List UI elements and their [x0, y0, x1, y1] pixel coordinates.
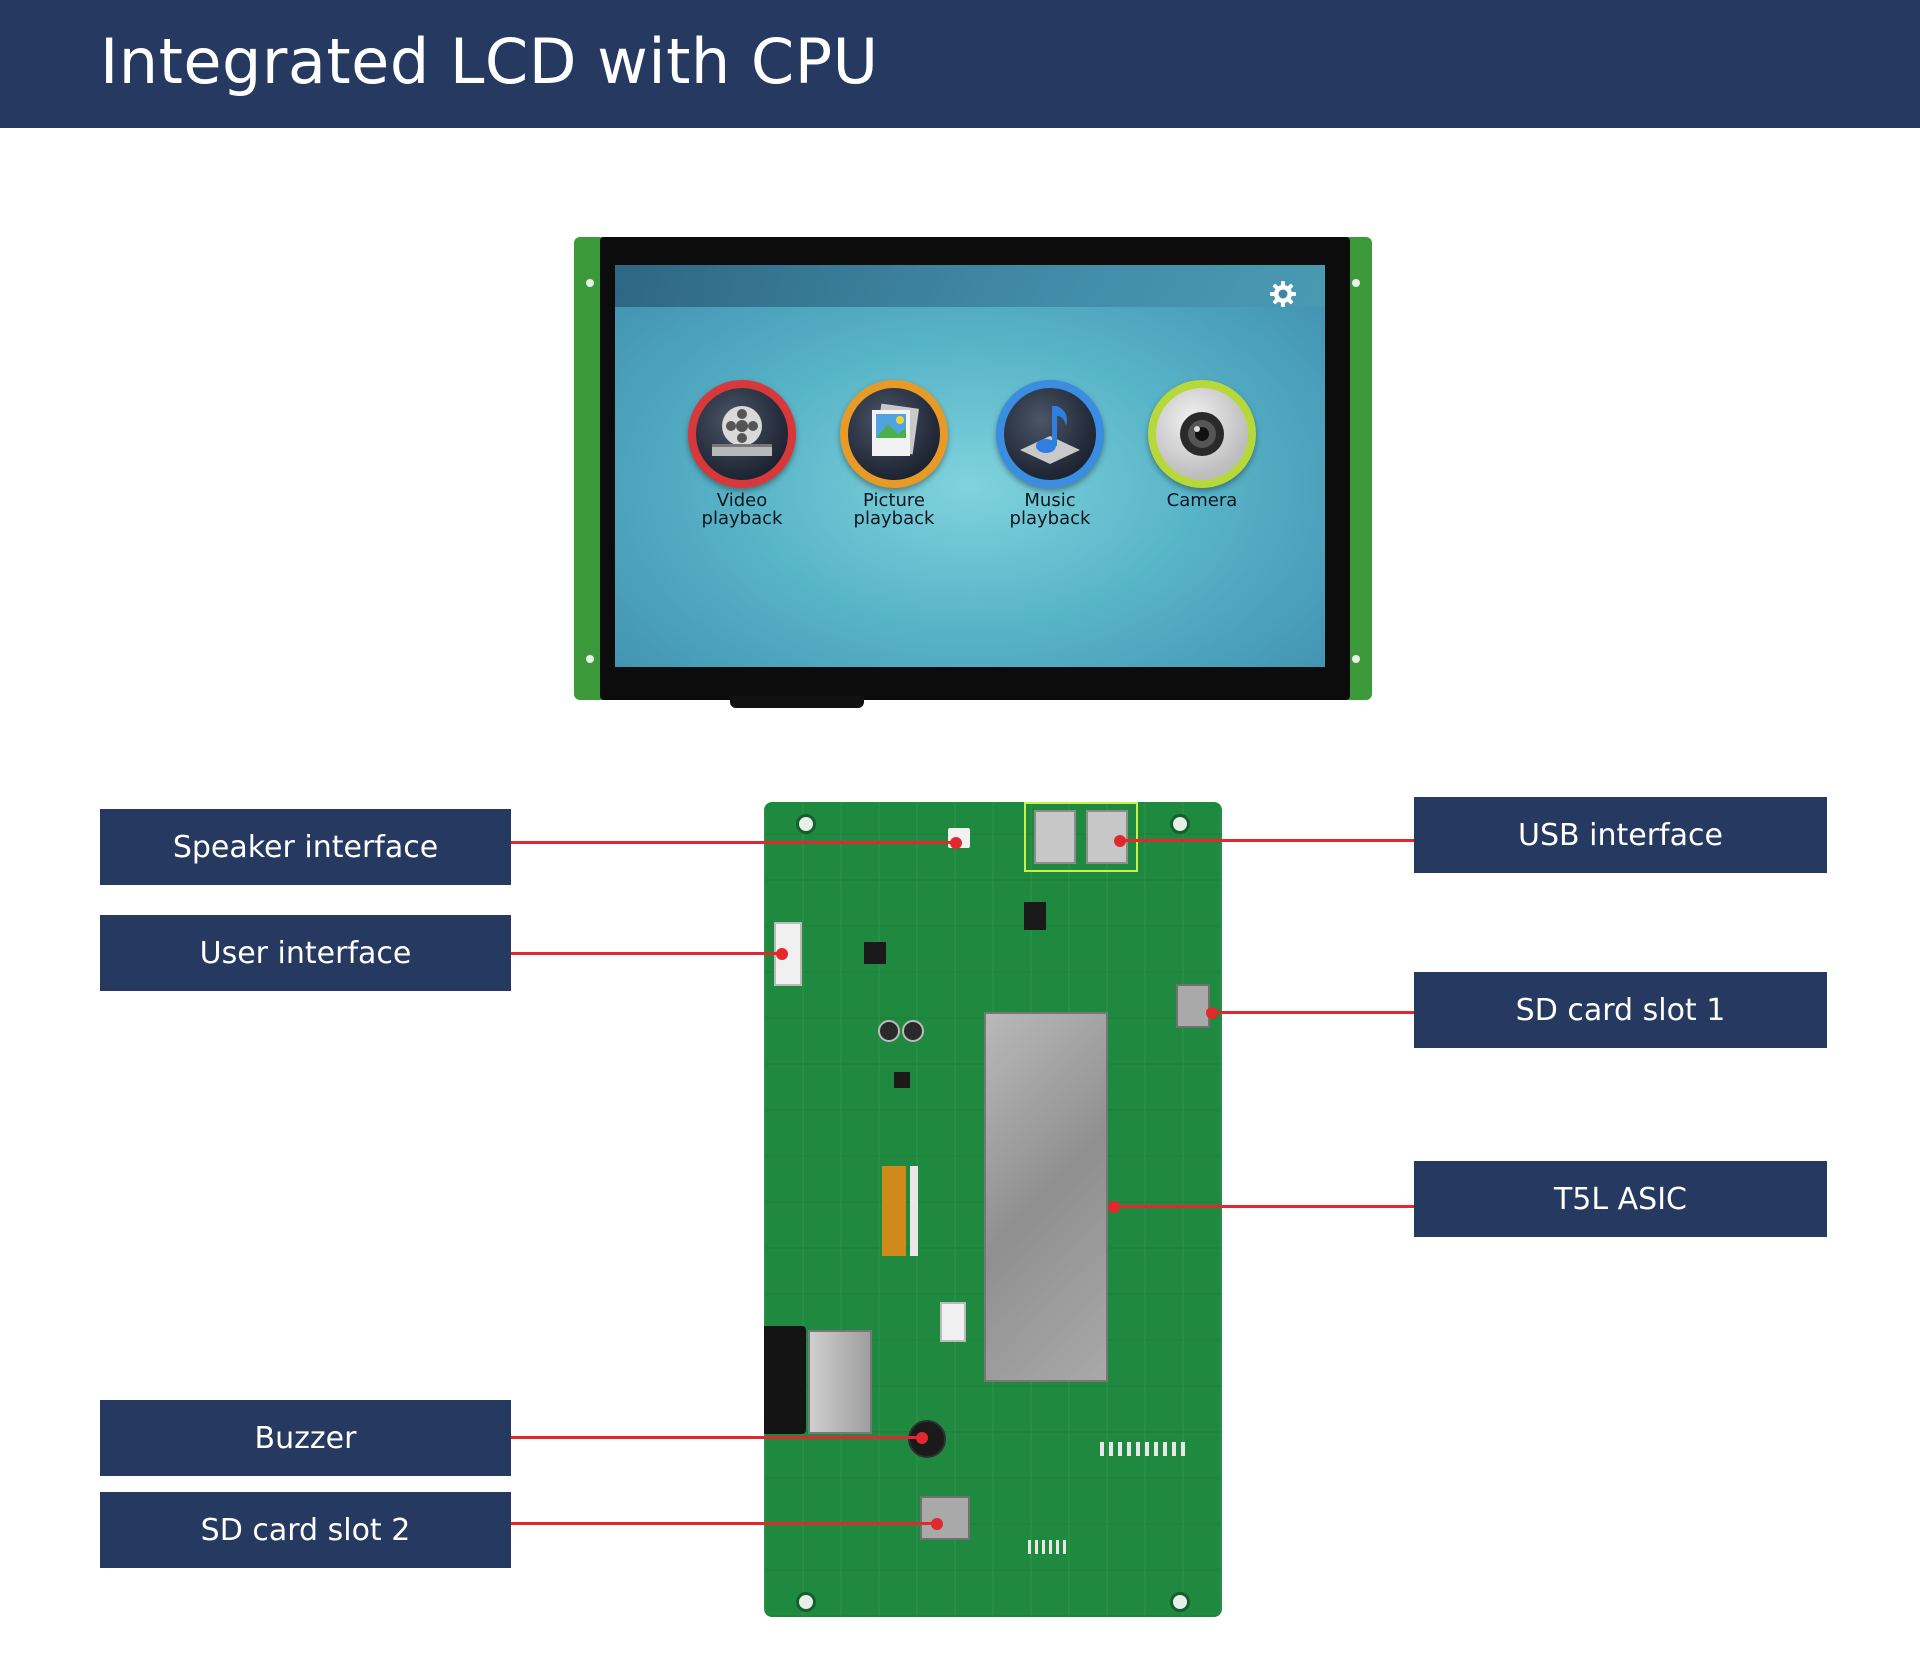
header-bar: Integrated LCD with CPU [0, 0, 1920, 128]
mount-hole [1352, 655, 1360, 663]
label-text: User interface [199, 935, 412, 971]
leader-line [511, 952, 786, 955]
leader-dot [776, 948, 788, 960]
ic-chip [1100, 1442, 1190, 1456]
ic-chip [1024, 902, 1046, 930]
ic-chip [1028, 1540, 1068, 1554]
picture-icon [840, 380, 948, 488]
label-text: T5L ASIC [1553, 1181, 1688, 1217]
ic-chip [864, 942, 886, 964]
label-text: USB interface [1518, 817, 1723, 853]
flex-cable-tab [730, 696, 864, 708]
sd-card-slot-2 [920, 1496, 970, 1540]
white-connector [940, 1302, 966, 1342]
app-picture-playback[interactable]: Picture playback [829, 380, 959, 528]
app-video-playback[interactable]: Video playback [677, 380, 807, 528]
t5l-asic-shield [984, 1012, 1108, 1382]
music-note-icon [996, 380, 1104, 488]
lcd-screen: Video playback Picture playback [615, 265, 1325, 667]
label-text: Speaker interface [172, 829, 439, 865]
mount-hole [796, 1592, 816, 1612]
capacitor [902, 1020, 924, 1042]
app-label: Camera [1166, 490, 1238, 511]
mount-hole [1170, 1592, 1190, 1612]
leader-line [1214, 1011, 1414, 1014]
usb-connectors [1024, 802, 1138, 872]
fpc-connector [808, 1330, 872, 1434]
app-label: Music playback [1009, 490, 1091, 529]
app-music-playback[interactable]: Music playback [985, 380, 1115, 528]
leader-dot [916, 1432, 928, 1444]
camera-lens-icon [1148, 380, 1256, 488]
leader-dot [1108, 1201, 1120, 1213]
label-speaker-interface: Speaker interface [100, 809, 511, 885]
label-text: SD card slot 1 [1515, 992, 1726, 1028]
gear-icon[interactable] [1268, 279, 1298, 309]
label-text: SD card slot 2 [200, 1512, 411, 1548]
pcb-board [764, 802, 1222, 1617]
leader-line [1120, 839, 1414, 842]
sd-card-slot-1 [1176, 984, 1210, 1028]
mount-hole [586, 279, 594, 287]
flex-connector [882, 1166, 906, 1256]
mount-hole [1352, 279, 1360, 287]
leader-line [511, 1522, 941, 1525]
label-user-interface: User interface [100, 915, 511, 991]
label-sd-card-slot-1: SD card slot 1 [1414, 972, 1827, 1048]
ic-chip [894, 1072, 910, 1088]
leader-dot [931, 1518, 943, 1530]
user-connector [774, 922, 802, 986]
fpc-connector [764, 1326, 806, 1434]
label-sd-card-slot-2: SD card slot 2 [100, 1492, 511, 1568]
app-camera[interactable]: Camera [1137, 380, 1267, 510]
label-usb-interface: USB interface [1414, 797, 1827, 873]
app-label: Video playback [701, 490, 783, 529]
screen-status-bar [615, 265, 1325, 307]
mount-hole [586, 655, 594, 663]
flex-connector [910, 1166, 918, 1256]
leader-dot [1206, 1007, 1218, 1019]
leader-dot [950, 837, 962, 849]
leader-line [511, 841, 960, 844]
leader-line [1116, 1205, 1414, 1208]
leader-dot [1114, 835, 1126, 847]
capacitor [878, 1020, 900, 1042]
leader-line [511, 1436, 926, 1439]
film-reel-icon [688, 380, 796, 488]
label-t5l-asic: T5L ASIC [1414, 1161, 1827, 1237]
mount-hole [1170, 814, 1190, 834]
label-buzzer: Buzzer [100, 1400, 511, 1476]
page-title: Integrated LCD with CPU [100, 25, 879, 98]
mount-hole [796, 814, 816, 834]
app-label: Picture playback [853, 490, 935, 529]
label-text: Buzzer [254, 1420, 357, 1456]
